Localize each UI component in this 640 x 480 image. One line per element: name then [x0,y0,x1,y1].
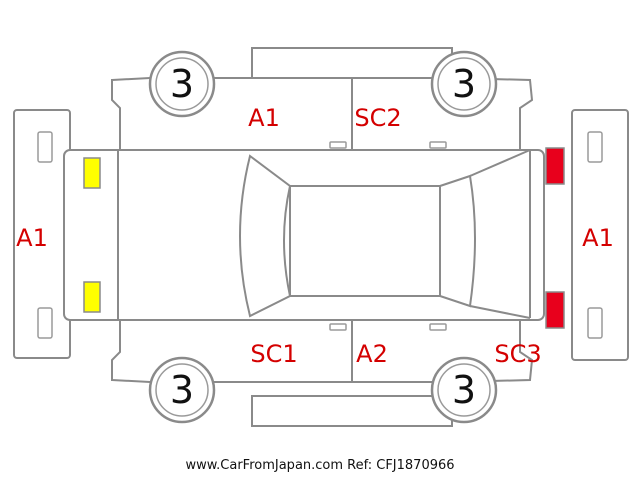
marker-red-bottom [545,291,565,329]
code-bottom-rear: SC3 [494,340,541,368]
code-bottom-left-door: SC1 [250,340,297,368]
wheel-rear-left: 3 [148,356,216,424]
wheel-rear-left-number: 3 [170,368,194,412]
code-right-panel: A1 [582,224,614,252]
marker-yellow-bottom [83,281,101,313]
car-body-top-view [63,149,545,321]
wheel-front-left-number: 3 [170,62,194,106]
door-handles [329,141,447,331]
marker-yellow-top [83,157,101,189]
code-top-left-door: A1 [248,104,280,132]
wheel-front-right: 3 [430,50,498,118]
code-left-panel: A1 [16,224,48,252]
code-bottom-right-door: A2 [356,340,388,368]
wheel-rear-right-number: 3 [452,368,476,412]
code-top-right-door: SC2 [354,104,401,132]
rear-panel [571,109,629,361]
wheel-front-right-number: 3 [452,62,476,106]
wheel-front-left: 3 [148,50,216,118]
car-top-side [111,47,534,186]
wheel-rear-right: 3 [430,356,498,424]
marker-red-top [545,147,565,185]
footer-reference: www.CarFromJapan.com Ref: CFJ1870966 [185,458,455,473]
